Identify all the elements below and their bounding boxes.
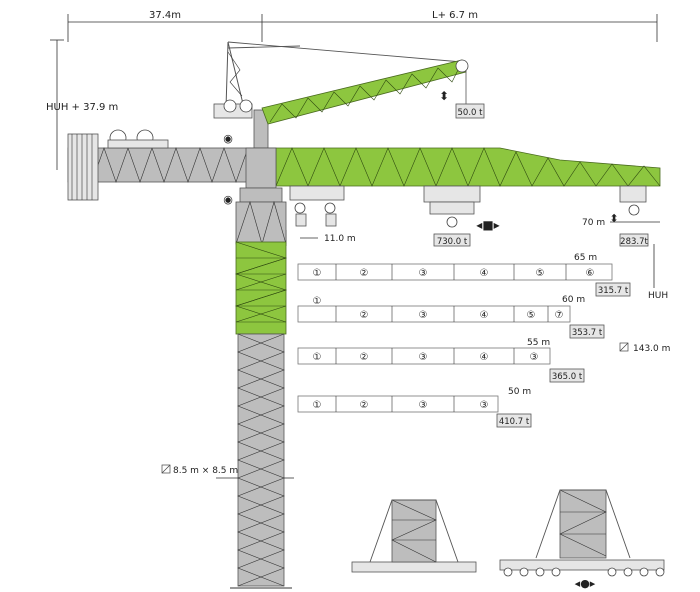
counter-jib-length: 37.4m — [149, 10, 181, 21]
trolley-group-2: 730.0 t ◂■▸ — [423, 185, 500, 247]
jib-config-row: ① ② ③ ④ ⑤ ⑦ 60 m 353.7 t — [297, 295, 605, 339]
main-jib — [249, 147, 661, 187]
section-number: ② — [360, 310, 369, 321]
counter-jib — [67, 129, 251, 201]
section-number: ③ — [419, 310, 428, 321]
section-number: ③ — [419, 268, 428, 279]
jib-config-length: 50 m — [508, 387, 531, 397]
section-number: ① — [313, 296, 322, 307]
jib-config-load: 315.7 t — [598, 286, 629, 296]
section-number: ① — [313, 400, 322, 411]
section-number: ① — [313, 352, 322, 363]
trolley-arrow-icon: ◂■▸ — [476, 218, 499, 232]
jib-config-load: 353.7 t — [572, 328, 603, 338]
section-number: ① — [313, 268, 322, 279]
mast-section-label: 8.5 m × 8.5 m — [173, 466, 238, 476]
jib-config-load: 410.7 t — [499, 417, 530, 427]
tip-height-dimension: HUH + 37.9 m — [46, 39, 118, 170]
luffing-jib: 50.0 t ⬍ — [261, 59, 485, 125]
trolley-main-load: 730.0 t — [437, 237, 468, 247]
slew-icon-upper: ◉ — [223, 132, 233, 145]
jib-configurations: ① ② ③ ④ ⑤ ⑥ 65 m 315.7 t ① ② ③ ④ ⑤ ⑦ 60 … — [297, 253, 631, 428]
section-number: ② — [360, 400, 369, 411]
jib-config-load: 365.0 t — [552, 372, 583, 382]
jib-config-length: 65 m — [574, 253, 597, 263]
section-number: ④ — [480, 310, 489, 321]
section-number: ② — [360, 352, 369, 363]
section-number: ③ — [530, 352, 539, 363]
section-number: ③ — [480, 400, 489, 411]
jib-end-label: 70 m — [582, 218, 605, 228]
mast: 8.5 m × 8.5 m — [161, 333, 294, 587]
jib-config-row: ① ② ③ ③ 50 m 410.7 t — [297, 387, 532, 428]
top-dimensions: 37.4m L+ 6.7 m — [67, 10, 658, 42]
jib-config-row: ① ② ③ ④ ⑤ ⑥ 65 m 315.7 t — [297, 253, 631, 297]
counterweight — [67, 133, 99, 201]
max-height-label: 143.0 m — [633, 344, 670, 354]
jib-config-row: ① ② ③ ④ ③ 55 m 365.0 t — [297, 338, 585, 383]
section-number: ⑤ — [527, 310, 536, 321]
jib-length: L+ 6.7 m — [432, 10, 478, 21]
huh-label: HUH — [648, 291, 668, 301]
travel-arrow-icon: ◂●▸ — [575, 577, 596, 590]
tip-arrow-icon: ⬍ — [609, 212, 618, 225]
tip-load: 283.7t — [620, 237, 648, 247]
mast-top-section — [235, 241, 287, 335]
section-number: ③ — [419, 352, 428, 363]
section-number: ② — [360, 268, 369, 279]
max-height: 143.0 m — [619, 342, 670, 354]
trolley-group-tip: ⬍ 283.7t — [609, 185, 648, 247]
section-number: ③ — [419, 400, 428, 411]
base-detail-travelling: ◂●▸ — [499, 489, 665, 590]
section-number: ⑥ — [586, 268, 595, 279]
section-number: ④ — [480, 352, 489, 363]
section-number: ④ — [480, 268, 489, 279]
luffing-arrow-icon: ⬍ — [439, 89, 449, 103]
trolley-offset: 11.0 m — [324, 234, 356, 244]
section-number: ⑦ — [555, 310, 564, 321]
base-detail-fixed — [351, 499, 477, 573]
turntable — [235, 147, 287, 246]
section-number: ⑤ — [536, 268, 545, 279]
jib-config-length: 60 m — [562, 295, 585, 305]
slew-icon-lower: ◉ — [223, 193, 233, 206]
jib-config-length: 55 m — [527, 338, 550, 348]
luffing-hook-load: 50.0 t — [458, 108, 484, 118]
tip-height-label: HUH + 37.9 m — [46, 102, 118, 113]
a-frame — [213, 41, 463, 149]
trolley-group-1 — [289, 185, 345, 227]
